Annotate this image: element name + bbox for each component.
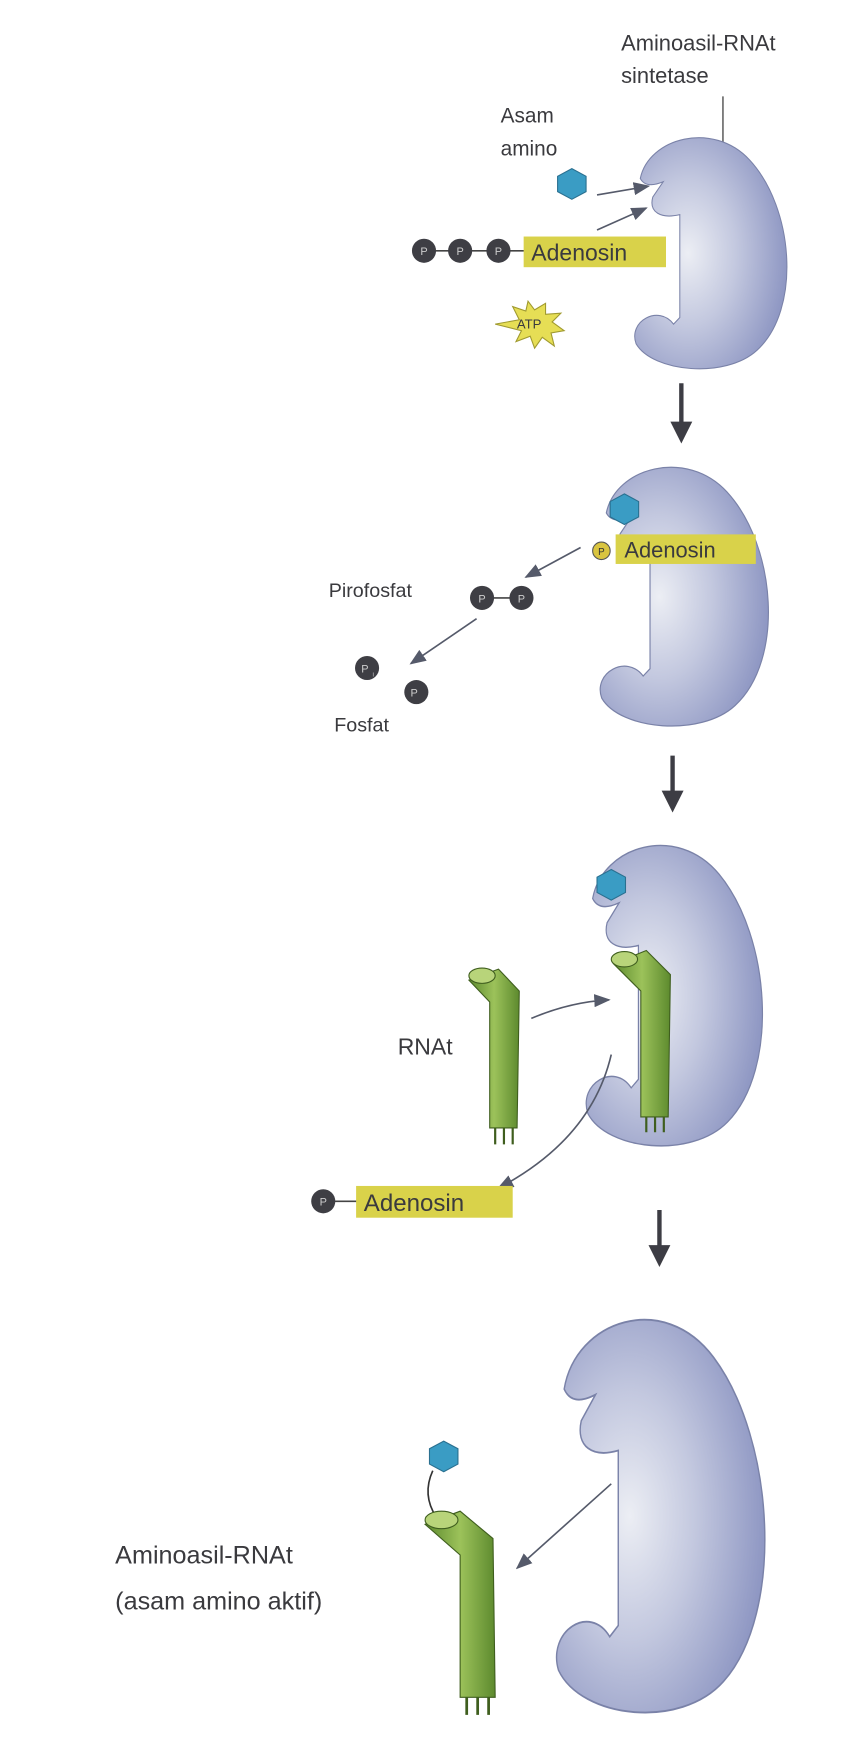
adenosine-label: Adenosin: [624, 537, 715, 562]
amino-acid-label-line2: amino: [501, 137, 558, 160]
svg-text:P: P: [456, 246, 463, 258]
product-label-line2: (asam amino aktif): [115, 1588, 322, 1616]
pyrophosphate-label: Pirofosfat: [329, 580, 413, 602]
svg-text:P: P: [410, 687, 417, 699]
adenosine-label: Adenosin: [364, 1190, 464, 1217]
atp-star: [495, 299, 566, 350]
enzyme-label-line1: Aminoasil-RNAt: [621, 30, 776, 55]
phosphate-label: Fosfat: [334, 714, 389, 736]
enzyme-label-line2: sintetase: [621, 63, 709, 88]
adenosine-label: Adenosin: [531, 240, 627, 266]
amino-acid-label-line1: Asam: [501, 105, 554, 128]
product-label-line1: Aminoasil-RNAt: [115, 1542, 293, 1570]
panel-3: RNAt P Adenosin: [311, 844, 764, 1218]
free-trna: [467, 967, 520, 1145]
svg-text:P: P: [420, 246, 427, 258]
svg-text:i: i: [373, 672, 375, 679]
trna-label: RNAt: [398, 1034, 454, 1060]
svg-text:P: P: [361, 663, 368, 675]
panel-4: Aminoasil-RNAt (asam amino aktif): [115, 1318, 766, 1715]
svg-text:P: P: [598, 547, 605, 558]
panel-1: Aminoasil-RNAt sintetase Asam amino P P …: [411, 30, 788, 370]
panel-2: Adenosin P Pirofosfat P P P P i Fosfat: [329, 466, 770, 736]
atp-label: ATP: [517, 317, 542, 332]
svg-text:P: P: [478, 593, 485, 605]
svg-text:P: P: [518, 593, 525, 605]
amino-acid-hexagon: [557, 168, 587, 200]
phosphate-group: P P P: [411, 238, 511, 263]
svg-text:P: P: [320, 1197, 327, 1209]
svg-text:P: P: [495, 246, 502, 258]
